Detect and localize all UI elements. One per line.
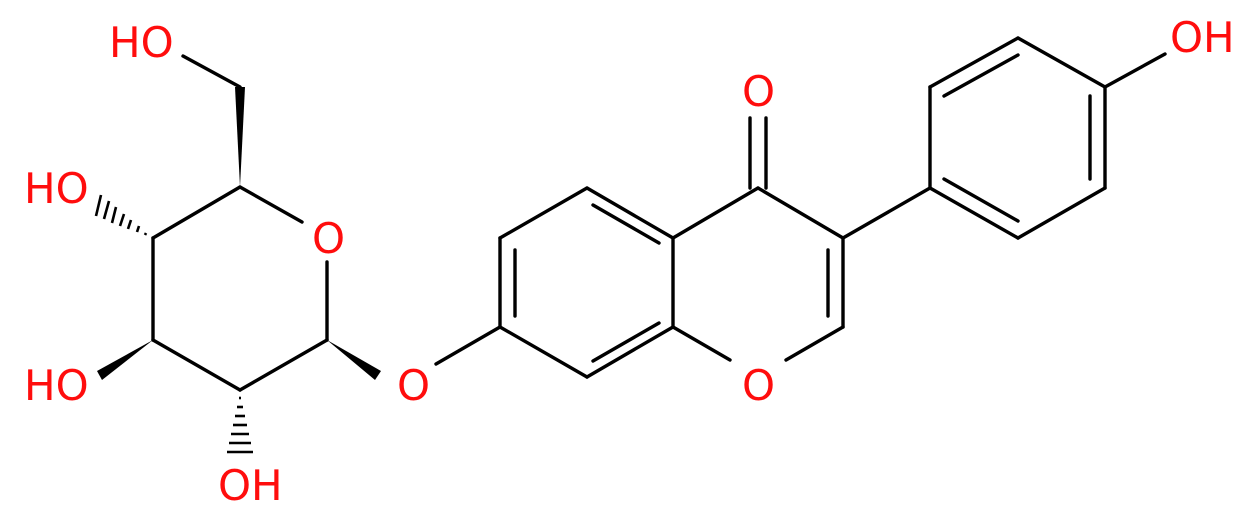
stereo-layer (94, 87, 381, 454)
atom-label-ho-top-left: HO (109, 18, 174, 67)
bond-c6p-c1p (928, 186, 1020, 240)
atom-label-oh-bottom: OH (218, 461, 283, 510)
atom-label-layer: HO HO O HO O OH O O OH (24, 13, 1235, 510)
bond-c5-c6 (498, 186, 589, 240)
bond-c5p-c6p (1016, 186, 1107, 240)
bond-c1-c2 (238, 338, 329, 392)
bond-c3-c4 (756, 186, 845, 240)
bond-c8a-o1 (671, 325, 732, 362)
bond-c4p-oh (1103, 52, 1167, 89)
atom-label-carbonyl-o: O (742, 67, 775, 116)
bond-inner-c6p-c1p (942, 177, 1020, 223)
bond-inner-c4a-c5 (591, 203, 661, 245)
bond-c7-c8 (498, 325, 589, 379)
bond-c4a-c5 (585, 186, 675, 240)
bond-c4-c5 (151, 185, 242, 240)
atom-label-ring-o-sugar: O (312, 214, 345, 263)
bond-c5-ring-o (238, 185, 304, 224)
bond-c6-oh (181, 54, 242, 89)
hash-c2-oh (227, 396, 253, 454)
bond-c2-c3 (151, 338, 242, 392)
atom-label-ho-left-upper: HO (24, 164, 89, 213)
wedge-c1-glycosidic-o (327, 340, 381, 380)
bond-c4-c4a (671, 186, 760, 240)
bond-c2p-c3p (928, 36, 1020, 89)
bond-o1-c2 (784, 325, 845, 362)
bond-layer (151, 36, 1167, 392)
bond-glycosidic-o-c7 (434, 325, 502, 366)
atom-label-glycosidic-o: O (397, 361, 430, 410)
wedge-c5-c6 (235, 87, 245, 187)
atom-label-ho-left-lower: HO (24, 361, 89, 410)
bond-c3-c1prime (841, 186, 932, 240)
hash-c4-oh (94, 194, 148, 236)
atom-label-chromone-ring-o: O (742, 361, 775, 410)
wedge-c3-oh (97, 340, 153, 380)
bond-c8-c8a (585, 325, 675, 379)
atom-label-oh-top-right: OH (1170, 13, 1235, 62)
bond-inner-c2p-c3p (942, 53, 1020, 98)
bond-inner-c8-c8a (591, 321, 661, 363)
bond-c3p-c4p (1016, 36, 1107, 89)
